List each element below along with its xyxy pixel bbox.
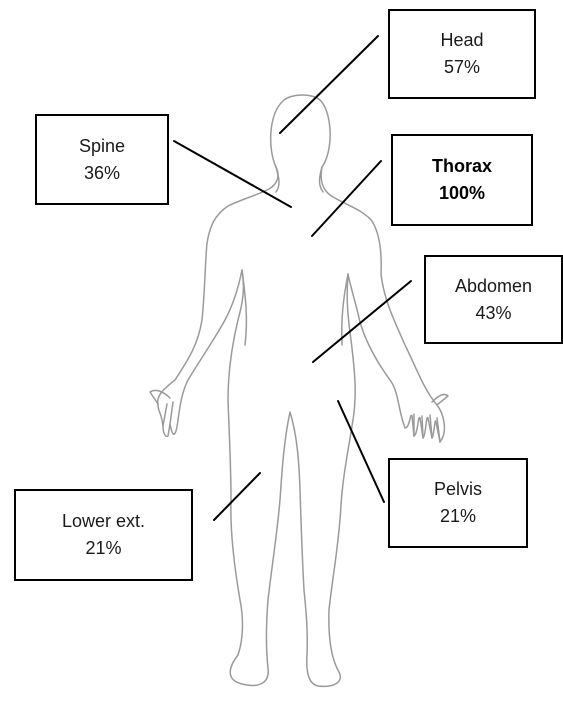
abdomen-leader-line — [313, 281, 411, 362]
lower-ext-leader-line — [214, 473, 260, 520]
pelvis-percent: 21% — [440, 503, 476, 530]
spine-label-box: Spine 36% — [35, 114, 169, 205]
pelvis-label-box: Pelvis 21% — [388, 458, 528, 548]
spine-leader-line — [174, 141, 291, 207]
abdomen-percent: 43% — [475, 300, 511, 327]
lower-ext-label-box: Lower ext. 21% — [14, 489, 193, 581]
head-label: Head — [440, 27, 483, 54]
thorax-percent: 100% — [439, 180, 485, 207]
abdomen-label: Abdomen — [455, 273, 532, 300]
head-label-box: Head 57% — [388, 9, 536, 99]
thorax-leader-line — [312, 161, 381, 236]
head-leader-line — [280, 36, 378, 133]
spine-label: Spine — [79, 133, 125, 160]
spine-percent: 36% — [84, 160, 120, 187]
abdomen-label-box: Abdomen 43% — [424, 255, 563, 344]
pelvis-label: Pelvis — [434, 476, 482, 503]
lower-ext-label: Lower ext. — [62, 508, 145, 535]
head-percent: 57% — [444, 54, 480, 81]
thorax-label: Thorax — [432, 153, 492, 180]
thorax-label-box: Thorax 100% — [391, 134, 533, 226]
lower-ext-percent: 21% — [85, 535, 121, 562]
pelvis-leader-line — [338, 401, 384, 502]
